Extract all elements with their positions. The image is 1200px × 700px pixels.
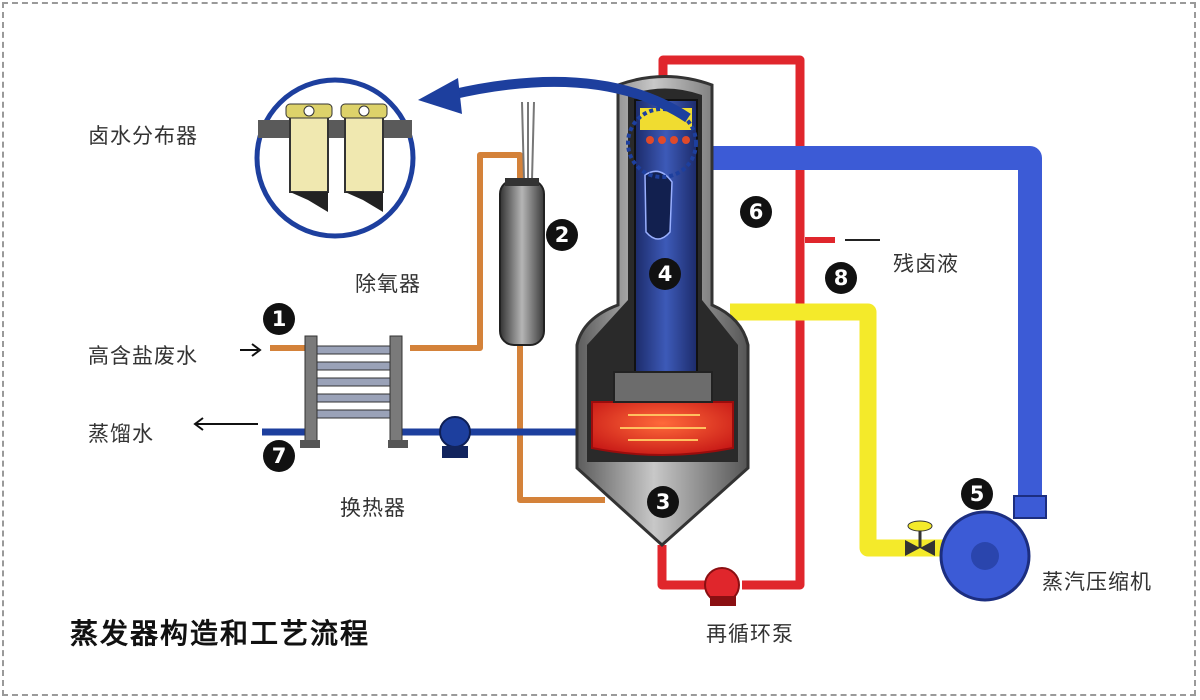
label-distilled-water: 蒸馏水 bbox=[88, 422, 154, 446]
feed-line-pipe-lower bbox=[517, 345, 605, 503]
label-steam-compressor: 蒸汽压缩机 bbox=[1042, 570, 1152, 594]
label-heat-exchanger: 换热器 bbox=[340, 496, 406, 520]
recirculation-loop-pipe bbox=[657, 55, 805, 590]
marker-8: 8 bbox=[825, 262, 857, 294]
label-recirculation-pump: 再循环泵 bbox=[706, 622, 794, 646]
marker-7: 7 bbox=[263, 440, 295, 472]
brine-distributor-bubble bbox=[254, 77, 416, 239]
vapor-valve bbox=[905, 520, 935, 556]
label-residual-brine: 残卤液 bbox=[893, 252, 959, 276]
recirculation-pump bbox=[704, 567, 740, 606]
label-brine-distributor: 卤水分布器 bbox=[88, 124, 198, 148]
distillate-pump bbox=[439, 416, 471, 458]
label-deaerator: 除氧器 bbox=[355, 272, 421, 296]
marker-1: 1 bbox=[263, 303, 295, 335]
marker-2: 2 bbox=[546, 219, 578, 251]
evaporator-vessel bbox=[575, 75, 750, 548]
marker-5: 5 bbox=[961, 478, 993, 510]
heat-exchanger-unit bbox=[300, 335, 408, 448]
marker-3: 3 bbox=[647, 486, 679, 518]
label-high-salt-wastewater: 高含盐废水 bbox=[88, 344, 198, 368]
feed-inlet-arrow bbox=[240, 343, 262, 357]
steam-line-pipe bbox=[700, 146, 1042, 505]
vapor-line-pipe bbox=[730, 303, 952, 557]
distillate-outlet-arrow bbox=[193, 417, 258, 431]
marker-6: 6 bbox=[740, 196, 772, 228]
deaerator-column bbox=[499, 101, 545, 346]
marker-4: 4 bbox=[649, 258, 681, 290]
diagram-title: 蒸发器构造和工艺流程 bbox=[70, 617, 371, 650]
feed-line-pipe bbox=[410, 152, 523, 351]
magnify-arrow bbox=[448, 76, 691, 123]
steam-compressor-unit bbox=[939, 495, 1047, 602]
